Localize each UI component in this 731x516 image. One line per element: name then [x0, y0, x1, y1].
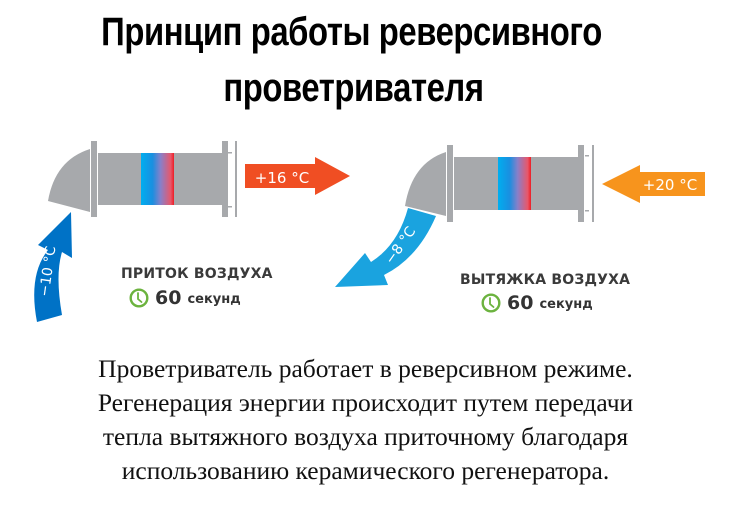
exhaust-mode-label: ВЫТЯЖКА ВОЗДУХА	[460, 272, 631, 288]
supply-room-temp: +16 °C	[255, 169, 309, 187]
exhaust-duration-unit: секунд	[539, 297, 593, 312]
exhaust-regenerator-icon	[498, 157, 531, 210]
exhaust-room-temp: +20 °C	[643, 176, 697, 194]
description-paragraph: Проветриватель работает в реверсивном ре…	[0, 352, 731, 488]
supply-regenerator-icon	[141, 153, 174, 205]
description-line: тепла вытяжного воздуха приточному благо…	[102, 422, 629, 451]
supply-duration-unit: секунд	[187, 292, 241, 307]
supply-outside-temp: −10 °C	[37, 245, 60, 298]
description-line: Регенерация энергии происходит путем пер…	[97, 388, 634, 417]
supply-hood-icon	[48, 149, 90, 212]
exhaust-outside-arrow-icon	[335, 208, 436, 287]
exhaust-unit-duct	[405, 145, 594, 222]
supply-duration-value: 60	[155, 287, 182, 309]
exhaust-timer: 60 секунд	[481, 292, 593, 314]
exhaust-hood-icon	[405, 152, 446, 216]
supply-unit-duct	[48, 141, 237, 217]
supply-timer: 60 секунд	[129, 287, 241, 309]
clock-icon	[481, 293, 501, 313]
page-title-line-1: Принцип работы реверсивного	[101, 10, 602, 54]
supply-outside-arrow-icon	[34, 212, 72, 322]
page-title-line-2: проветривателя	[223, 66, 484, 110]
exhaust-room-arrow-icon	[602, 165, 705, 203]
supply-mode-label: ПРИТОК ВОЗДУХА	[121, 266, 273, 282]
description-line: Проветриватель работает в реверсивном ре…	[98, 354, 633, 383]
supply-room-arrow-icon	[245, 157, 350, 195]
exhaust-duration-value: 60	[507, 292, 534, 314]
clock-icon	[129, 288, 149, 308]
description-line: использованию керамического регенератора…	[121, 456, 610, 485]
